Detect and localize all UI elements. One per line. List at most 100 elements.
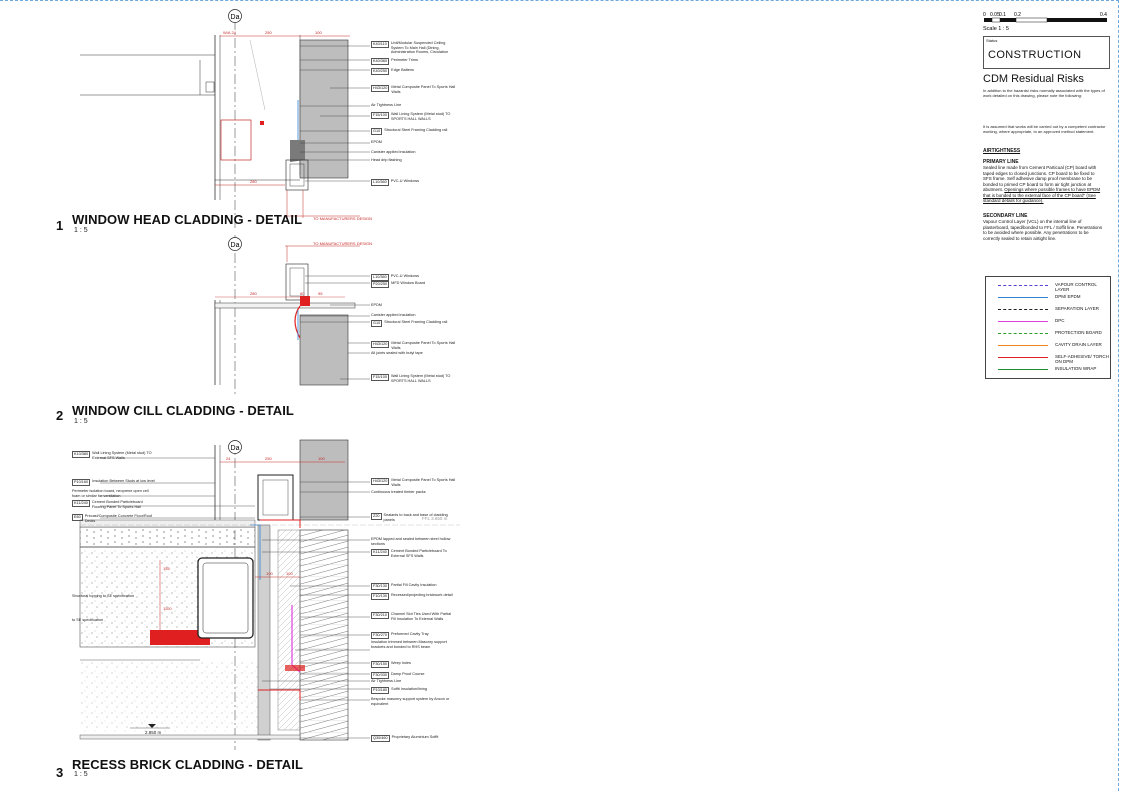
legend-row: VAPOUR CONTROL LAYER	[986, 281, 1110, 292]
scale-tick-3: 0.2	[1014, 12, 1021, 18]
note-text: EPDM	[371, 303, 382, 307]
legend-line-swatch	[998, 309, 1048, 310]
cdm-assumed: It is assumed that works will be carried…	[983, 124, 1106, 134]
legend-label: PROTECTION BOARD	[1055, 330, 1102, 335]
note-text: PVC-U Windows	[390, 274, 420, 278]
note-text: Preformed Cavity Tray	[390, 632, 429, 636]
note-text: Canister applied insulation	[371, 150, 416, 154]
scale-tick-1: 0.05	[990, 12, 1000, 18]
note-text: Channel Slot Ties Used With Partial Fill…	[390, 612, 452, 621]
cdm-intro: In addition to the hazards/ risks normal…	[983, 88, 1105, 98]
note-code: F30/210	[371, 612, 389, 619]
legend-label: CAVITY DRAIN LAYER	[1055, 342, 1102, 347]
note-text: Air Tightness Line	[371, 679, 402, 683]
airtightness-heading: AIRTIGHTNESS	[983, 148, 1021, 154]
note-code: L10/360	[371, 179, 389, 186]
note-text: Weep holes	[390, 661, 411, 665]
d1-dim-mfr: TO MANUFACTURERS DESIGN	[313, 216, 372, 221]
note-text: Proprietary Aluminium Soffit	[391, 735, 439, 739]
note-code: K10/380	[72, 451, 91, 458]
note-code: F10/130	[371, 593, 389, 600]
note-text: Cement Bonded Particleboard To External …	[390, 549, 447, 558]
note-code: K11/240	[371, 549, 389, 556]
detail-3-title: RECESS BRICK CLADDING - DETAIL	[72, 757, 303, 772]
note-text: Insulation trimmed between Masonry suppo…	[371, 640, 447, 649]
note-text: Edge Battens	[391, 68, 414, 72]
note-text: Unit/Modular Suspended Ceiling System To…	[390, 41, 449, 54]
note-text: Bespoke masonry support system by Ancon …	[371, 697, 450, 706]
legend-row: SELF-ADHESIVE/ TORCH ON DPM	[986, 353, 1110, 364]
grid-bubble-3-label: Da	[231, 445, 240, 452]
note-text: Metal Composite Panel To Sports Hall Wal…	[391, 478, 456, 487]
note-text: Damp Proof Course	[390, 672, 425, 676]
legend-row: DPM/ EPDM	[986, 293, 1110, 303]
note-text: Precast/Composite Concrete Floor/Roof De…	[84, 514, 153, 523]
d3-dim-top-mid: 250	[265, 456, 272, 461]
grid-bubble-2	[228, 237, 242, 251]
note-text: Partial Fill Cavity Insulation	[390, 583, 437, 587]
grid-bubble-1-label: Da	[231, 14, 240, 21]
note-detail1-notes-4: Air Tightness Line	[371, 103, 401, 108]
d3-dim-vert-b: 1100	[163, 606, 172, 611]
detail-1-title: WINDOW HEAD CLADDING - DETAIL	[72, 212, 303, 227]
note-code: F30/130	[371, 583, 389, 590]
note-text: All joints sealed with butyl tape	[371, 351, 423, 355]
secondary-line-heading: SECONDARY LINE	[983, 213, 1028, 219]
d2-dim-mid: 80	[300, 291, 305, 296]
note-code: H43/120	[371, 478, 390, 485]
note-detail1-notes-8: Canister applied insulation	[371, 150, 416, 155]
detail-1-scale: 1 : 5	[74, 227, 88, 234]
scale-tick-0: 0	[983, 12, 986, 18]
note-text: Perimeter isolation board, neoprene open…	[72, 489, 149, 498]
cdm-title: CDM Residual Risks	[983, 73, 1084, 85]
d3-dim-top-left: 24	[226, 456, 231, 461]
secondary-line-text: Vapour Control Layer (VCL) on the intern…	[983, 219, 1103, 241]
d3-dim-mid-a: 100	[266, 571, 273, 576]
scale-text: Scale 1 : 5	[983, 26, 1009, 32]
note-text: to SE specification	[72, 618, 104, 622]
detail-3-number: 3	[56, 765, 64, 780]
note-code: K40/110	[371, 41, 389, 48]
detail-2-drawing: Da 280 80 95 TO MANUFACTURERS DESIGN	[214, 235, 372, 395]
legend-label: VAPOUR CONTROL LAYER	[1055, 282, 1097, 292]
note-text: Wall Lining System (Metal stud) TO SPORT…	[390, 374, 451, 383]
note-text: Wall Lining System (Metal stud) TO SPORT…	[390, 112, 451, 121]
d3-dim-vert-a: 155	[163, 566, 170, 571]
legend-line-swatch	[998, 369, 1048, 370]
note-text: Structural topping to SE specification	[72, 594, 135, 598]
note-text: EPDM lapped and sealed between steel hol…	[371, 537, 451, 546]
legend-line-swatch	[998, 357, 1048, 358]
note-detail2-notes-2: EPDM	[371, 303, 382, 308]
note-code: H43/120	[371, 341, 390, 348]
legend-line-swatch	[998, 285, 1048, 286]
grid-bubble-2-label: Da	[231, 242, 240, 249]
note-detail3-notes-14: Bespoke masonry support system by Ancon …	[371, 697, 456, 706]
primary-line-underlined: Openings where possible frames to have E…	[983, 187, 1101, 203]
note-code: F30/330	[371, 672, 389, 679]
note-code: P20/250	[371, 281, 390, 288]
note-text: Structural Steel Framing Cladding rail	[384, 128, 448, 132]
note-text: Head drip flashing	[371, 158, 402, 162]
d2-dim-left: 280	[250, 291, 257, 296]
detail-3-scale: 1 : 5	[74, 771, 88, 778]
note-code: L10/360	[371, 274, 389, 281]
note-code: G10	[371, 128, 383, 135]
note-text: MFD Window Board	[391, 281, 426, 285]
note-text: Sealants to back and base of cladding pa…	[383, 513, 448, 522]
grid-bubble-1	[228, 9, 242, 23]
